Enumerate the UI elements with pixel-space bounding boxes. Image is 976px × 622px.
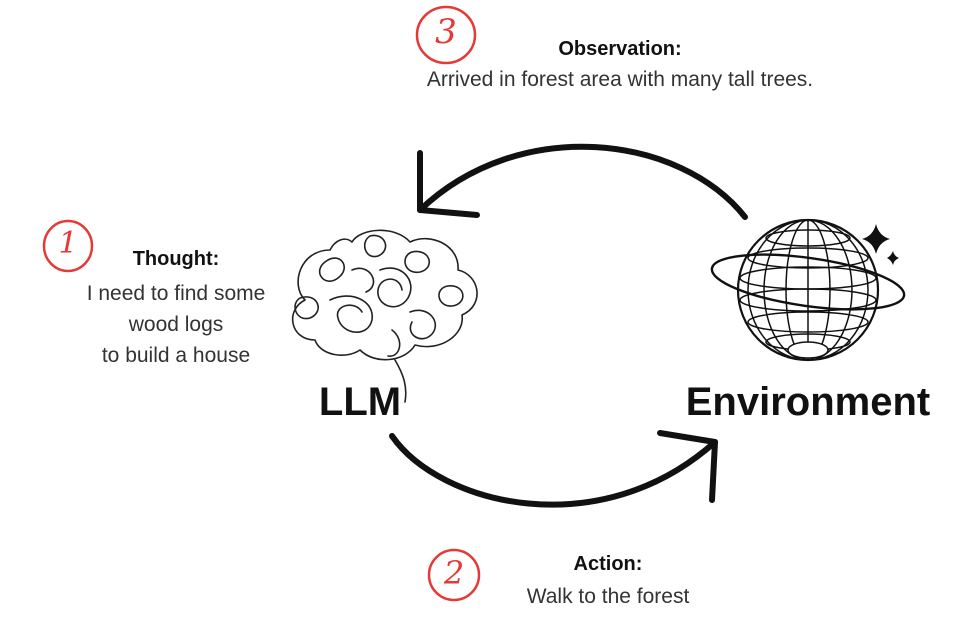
brain-icon (291, 229, 478, 403)
step-2-number: 2 (443, 554, 465, 592)
observation-text: Arrived in forest area with many tall tr… (426, 68, 814, 91)
observation-title: Observation: (558, 38, 682, 60)
thought-line-3: to build a house (101, 344, 251, 367)
thought-line-1: I need to find some (86, 282, 266, 305)
step-2-marker (427, 548, 481, 602)
thought-line-2: wood logs (128, 313, 224, 336)
action-text: Walk to the forest (526, 585, 690, 608)
action-title: Action: (573, 553, 643, 575)
sparkle-icon (862, 224, 899, 265)
action-arrow (389, 430, 718, 508)
environment-label: Environment (685, 380, 931, 424)
step-1-marker (42, 219, 94, 273)
step-3-marker (415, 5, 477, 65)
thought-title: Thought: (132, 248, 220, 270)
observation-arrow (417, 143, 748, 220)
step-1-number: 1 (58, 226, 78, 261)
llm-label: LLM (318, 380, 402, 424)
step-3-number: 3 (435, 12, 457, 52)
planet-globe-icon (710, 218, 906, 362)
